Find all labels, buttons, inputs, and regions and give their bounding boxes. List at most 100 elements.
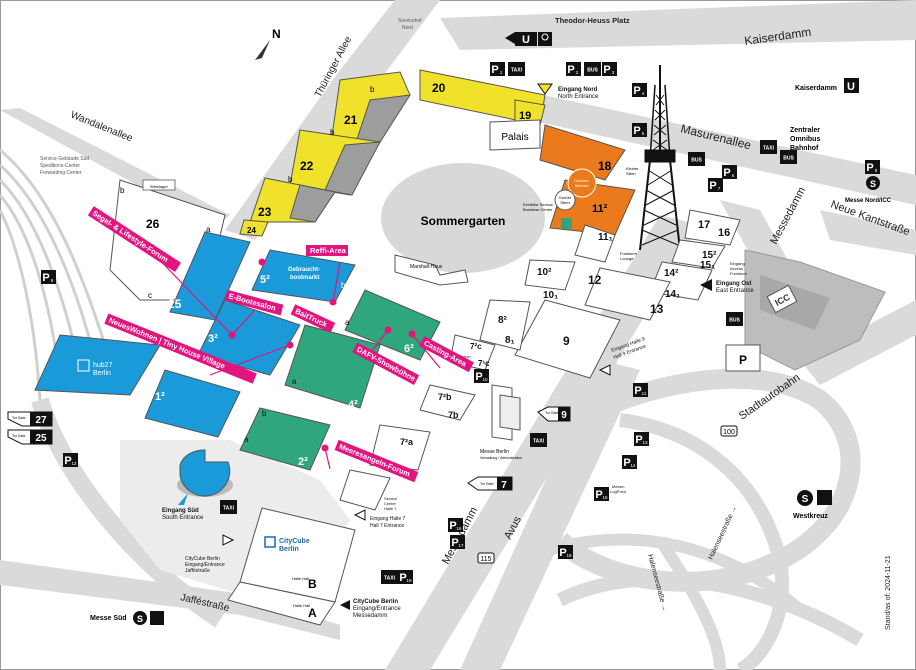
stand-date: Stand/as of: 2024-11-21 <box>885 555 892 630</box>
zob-2: Omnibus <box>790 136 820 143</box>
hub27-logo <box>77 359 90 372</box>
entrance-ost-en: East Entrance <box>716 288 754 294</box>
hall-a-label: A <box>308 606 317 620</box>
parking-number: 10 <box>482 377 488 382</box>
gebraucht-label-2: bootmarkt <box>290 275 319 281</box>
entrance-nord-de: Eingang Nord <box>558 87 598 93</box>
street-theodor-heuss: Theodor-Heuss Platz <box>555 16 630 25</box>
hall-26-label: 26 <box>146 217 160 231</box>
logpoint-1: Messe- <box>612 484 626 489</box>
east-entrance-arrow-icon <box>700 279 712 291</box>
parking-number: 4 <box>642 91 645 96</box>
parking-label: P <box>633 85 640 97</box>
taxi-label: TAXI <box>763 146 775 152</box>
s-bahn-icon <box>133 611 147 625</box>
hall-18-label: 18 <box>598 159 612 173</box>
hall-22-label: 22 <box>300 159 314 173</box>
gate-27-tor: Tor Gate <box>12 416 25 420</box>
parking-label: P <box>567 64 574 76</box>
gate-7-label: 7 <box>501 480 507 491</box>
entrance-citycube-2: Eingang/Entrance <box>353 606 401 612</box>
taxi-icon <box>508 62 525 76</box>
messe-berlin-admin-label: Verwaltung / Administration <box>480 456 522 460</box>
citycube-jaffe-arrow-icon <box>222 534 235 546</box>
parking-number: 18 <box>566 553 572 558</box>
icc-building: ICC P <box>725 249 886 372</box>
grosser-stern <box>554 189 576 211</box>
road-shield-100-text: 100 <box>723 429 735 436</box>
parking-label: P <box>559 547 566 559</box>
parking-label: P <box>623 457 630 469</box>
parking-number: 7 <box>718 186 721 191</box>
road-interchange <box>619 413 789 670</box>
parking-label: P <box>449 520 456 532</box>
icc-parking <box>725 344 761 372</box>
access-funkturm-2: Access <box>730 266 743 271</box>
halls-yellow: 20 19 21 22 23 24 b b b <box>239 69 546 237</box>
hall-7-2a-label: 7²a <box>400 437 414 447</box>
hub27 <box>34 334 161 396</box>
weinlager-label: Weinlager <box>150 184 169 189</box>
servicehof-2: Nord <box>402 25 413 31</box>
parking-icon <box>566 62 581 76</box>
railway-track <box>0 148 112 361</box>
taxi-label: TAXI <box>511 68 523 74</box>
south-entrance-arrow-icon <box>178 493 188 505</box>
parking-label: P <box>635 434 642 446</box>
icc-parking-text: P <box>739 353 747 367</box>
hall-23-b: b <box>288 175 293 184</box>
hall-3-2-label: 3² <box>208 333 218 345</box>
road-shield-100 <box>720 425 738 437</box>
messe-berlin-label: Messe Berlin <box>480 449 509 455</box>
hall-24-label: 24 <box>247 226 256 235</box>
parking-number: 14 <box>630 463 636 468</box>
station-messe-sued: Messe Süd <box>90 615 127 622</box>
parking-number: 1 <box>500 70 503 75</box>
road-halenseestrasse <box>655 536 726 670</box>
parking-icon <box>398 570 413 584</box>
bus-icon <box>780 150 797 164</box>
hall-18 <box>539 124 626 181</box>
parking-icon <box>558 545 573 559</box>
u-bahn-theodor-text: U <box>522 34 530 46</box>
hall-12-13 <box>584 267 671 321</box>
outdoor-area <box>567 168 597 198</box>
hall-8-2-label: 8² <box>498 315 508 326</box>
palais <box>489 119 541 151</box>
bus-label: BUS <box>729 318 740 324</box>
sommergarten <box>381 163 545 273</box>
parking-icon <box>633 383 648 397</box>
parking-label: P <box>491 64 498 76</box>
kleiner-stern-1: Kleiner <box>626 166 639 171</box>
gate-9-label: 9 <box>561 410 567 421</box>
citycube-entrance-arrow-icon <box>340 600 350 610</box>
taxi-icon <box>760 140 777 154</box>
hall-11-2-label: 11² <box>592 203 608 215</box>
hall-2-2 <box>239 407 331 471</box>
u-bahn-icon <box>515 32 537 46</box>
taxi-label: TAXI <box>533 439 545 445</box>
parking-icon <box>450 535 465 549</box>
taxi-label: TAXI <box>223 506 235 512</box>
parking-number: 3 <box>612 70 615 75</box>
exhibitor-service-1: Exhibitor Service <box>523 202 554 207</box>
hall-20-label: 20 <box>432 81 446 95</box>
bus-icon <box>688 152 705 166</box>
grosser-stern-2: Stern <box>560 200 570 205</box>
entrance-jaffe-1: CityCube Berlin <box>185 556 220 562</box>
parking-number: 8 <box>875 168 878 173</box>
road-thueringer-top <box>340 0 440 80</box>
hall-3-2 <box>197 299 301 376</box>
parking-icon <box>490 62 505 76</box>
station-kaiserdamm: Kaiserdamm <box>795 85 837 92</box>
bus-icon <box>726 312 743 326</box>
entrance-citycube-1: CityCube Berlin <box>353 599 398 605</box>
funkturm-lounge-1: Funkturm <box>620 251 638 256</box>
parking-number: 16 <box>456 526 462 531</box>
hall-26-c: c <box>148 291 152 300</box>
s-bahn-westkreuz-text: S <box>802 494 809 505</box>
hall-b-label: B <box>308 577 317 591</box>
station-westkreuz: Westkreuz <box>793 513 828 520</box>
hub27-label-1: hub27 <box>93 362 113 369</box>
